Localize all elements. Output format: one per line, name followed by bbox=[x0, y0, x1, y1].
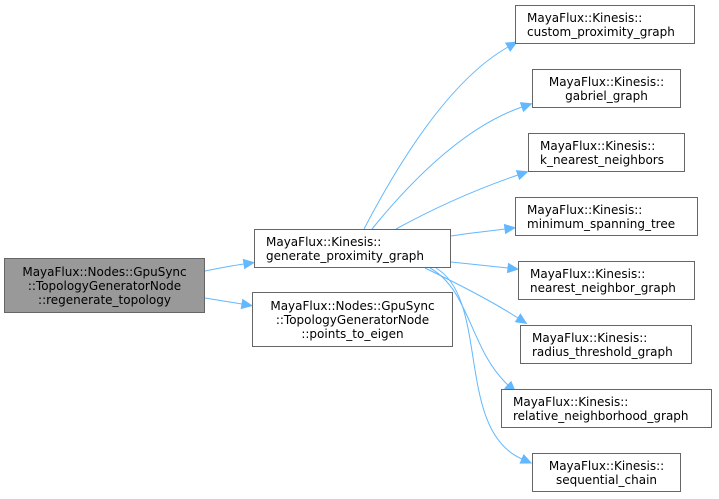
edge-gpg-to-rng bbox=[429, 267, 509, 386]
node-label-line: MayaFlux::Kinesis:: bbox=[513, 394, 629, 409]
node-label-line: generate_proximity_graph bbox=[266, 248, 425, 263]
node-label-line: MayaFlux::Kinesis:: bbox=[530, 266, 646, 281]
node-label-line: MayaFlux::Kinesis:: bbox=[532, 330, 648, 345]
edge-gpg-to-nng bbox=[450, 261, 509, 269]
arrowhead-icon bbox=[242, 258, 256, 270]
node-label-line: ::regenerate_topology bbox=[38, 292, 171, 307]
arrowhead-icon bbox=[514, 313, 528, 325]
edge-gpg-to-sc bbox=[435, 267, 523, 460]
edge-root-to-pte bbox=[204, 297, 243, 305]
node-label-line: MayaFlux::Nodes::GpuSync bbox=[270, 298, 435, 313]
node-regenerate-topology[interactable]: MayaFlux::Nodes::GpuSync ::TopologyGener… bbox=[4, 258, 205, 313]
node-label-line: MayaFlux::Kinesis:: bbox=[548, 74, 665, 89]
edge-gpg-to-mst bbox=[450, 228, 506, 237]
node-label-line: custom_proximity_graph bbox=[527, 24, 675, 39]
edge-gpg-to-rtg bbox=[424, 267, 519, 319]
node-label-line: gabriel_graph bbox=[565, 88, 648, 103]
node-label-line: MayaFlux::Kinesis:: bbox=[527, 202, 643, 217]
node-k-nearest-neighbors[interactable]: MayaFlux::Kinesis:: k_nearest_neighbors bbox=[528, 133, 685, 172]
arrowhead-icon bbox=[504, 41, 518, 52]
node-label-line: ::points_to_eigen bbox=[301, 326, 404, 341]
node-generate-proximity-graph[interactable]: MayaFlux::Kinesis:: generate_proximity_g… bbox=[254, 229, 451, 268]
node-label-line: sequential_chain bbox=[555, 472, 658, 487]
node-label-line: MayaFlux::Nodes::GpuSync bbox=[22, 264, 187, 279]
node-label-line: MayaFlux::Kinesis:: bbox=[548, 458, 665, 473]
arrowhead-icon bbox=[506, 262, 520, 274]
node-label-line: ::TopologyGeneratorNode bbox=[275, 312, 430, 327]
node-label-line: ::TopologyGeneratorNode bbox=[27, 278, 182, 293]
node-label-line: relative_neighborhood_graph bbox=[513, 408, 689, 423]
node-nearest-neighbor-graph[interactable]: MayaFlux::Kinesis:: nearest_neighbor_gra… bbox=[518, 261, 695, 300]
node-custom-proximity-graph[interactable]: MayaFlux::Kinesis:: custom_proximity_gra… bbox=[515, 5, 695, 44]
edge-gpg-to-knn bbox=[395, 174, 519, 230]
node-label-line: minimum_spanning_tree bbox=[527, 216, 676, 231]
node-label-line: MayaFlux::Kinesis:: bbox=[540, 138, 656, 153]
node-label-line: radius_threshold_graph bbox=[532, 344, 673, 359]
edge-gpg-to-gg bbox=[371, 106, 523, 230]
node-minimum-spanning-tree[interactable]: MayaFlux::Kinesis:: minimum_spanning_tre… bbox=[515, 197, 698, 236]
node-sequential-chain[interactable]: MayaFlux::Kinesis:: sequential_chain bbox=[532, 453, 681, 492]
node-points-to-eigen[interactable]: MayaFlux::Nodes::GpuSync ::TopologyGener… bbox=[252, 292, 453, 347]
node-radius-threshold-graph[interactable]: MayaFlux::Kinesis:: radius_threshold_gra… bbox=[520, 325, 692, 364]
node-relative-neighborhood-graph[interactable]: MayaFlux::Kinesis:: relative_neighborhoo… bbox=[501, 389, 712, 428]
node-label-line: k_nearest_neighbors bbox=[540, 152, 664, 167]
arrowhead-icon bbox=[503, 223, 517, 235]
arrowhead-icon bbox=[240, 298, 254, 310]
node-label-line: MayaFlux::Kinesis:: bbox=[527, 10, 643, 25]
node-label-line: MayaFlux::Kinesis:: bbox=[266, 234, 382, 249]
node-gabriel-graph[interactable]: MayaFlux::Kinesis:: gabriel_graph bbox=[532, 69, 681, 108]
arrowhead-icon bbox=[519, 102, 533, 113]
node-label-line: nearest_neighbor_graph bbox=[530, 280, 676, 295]
edge-root-to-gpg bbox=[204, 263, 245, 272]
arrowhead-icon bbox=[519, 453, 533, 464]
arrowhead-icon bbox=[515, 170, 529, 181]
edge-gpg-to-cpg bbox=[363, 46, 509, 230]
